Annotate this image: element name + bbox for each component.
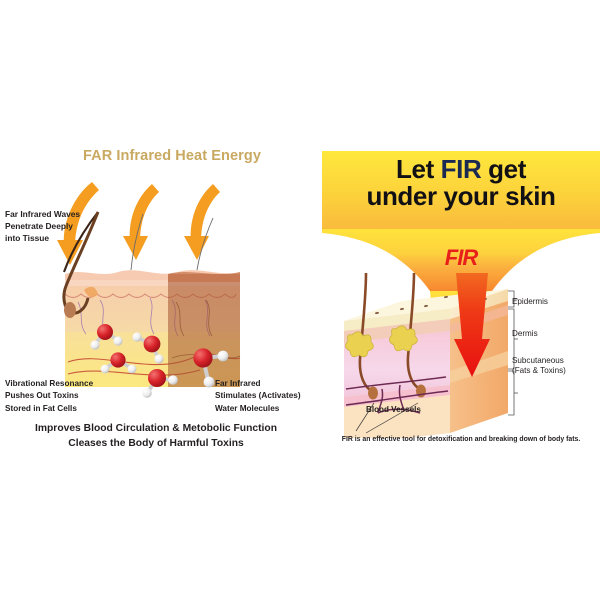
right-skin-illustration: [344, 273, 518, 438]
note-line: Stored in Fat Cells: [5, 403, 77, 413]
note-line: into Tissue: [5, 233, 50, 244]
fir-penetration-arrow: [454, 273, 490, 377]
heat-arrow-icon-3: [184, 184, 220, 260]
label-dermis: Dermis: [512, 329, 538, 338]
water-molecule-2: [132, 332, 164, 364]
headline-post: get: [481, 154, 526, 184]
left-skin-illustration: [57, 182, 241, 398]
label-epidermis: Epidermis: [512, 297, 548, 306]
left-infographic-panel: FAR Infrared Heat Energy: [0, 140, 312, 460]
footer-line: Improves Blood Circulation & Metobolic F…: [35, 423, 277, 434]
left-panel-footer: Improves Blood Circulation & Metobolic F…: [0, 422, 312, 452]
right-panel-footnote: FIR is an effective tool for detoxificat…: [341, 436, 581, 443]
vibrational-resonance-note: Vibrational Resonance Pushes Out Toxins …: [5, 378, 93, 415]
label-subcutaneous-line1: Subcutaneous: [512, 356, 564, 365]
layer-brackets: [508, 290, 518, 416]
heat-arrow-icon-2: [123, 184, 159, 260]
skin-cross-section: [62, 211, 241, 387]
hair-shaft-icon-2: [130, 213, 214, 271]
hair-shaft-icon: [63, 211, 99, 273]
fir-logo: FIR: [444, 245, 478, 270]
label-subcutaneous-line2: (Fats & Toxins): [512, 366, 566, 376]
headline-brand: FIR: [440, 154, 482, 184]
label-blood-vessels: Blood Vessels: [366, 405, 421, 414]
far-infrared-waves-note: Far Infrared Waves Penetrate Deeply into…: [5, 208, 80, 245]
far-infrared-stimulates-note: Far Infrared Stimulates (Activates) Wate…: [215, 378, 301, 415]
note-line: Vibrational Resonance: [5, 379, 94, 388]
footer-line: Cleases the Body of Harmful Toxins: [68, 437, 244, 449]
right-panel-headline: Let FIR get under your skin: [322, 156, 600, 209]
water-molecule-4: [142, 369, 178, 398]
left-panel-title: FAR Infrared Heat Energy: [82, 148, 262, 164]
note-line: Far Infrared: [215, 379, 261, 388]
hair-follicle-icon-1: [358, 273, 378, 400]
right-infographic-panel: Let FIR get under your skin FIR: [322, 151, 600, 456]
note-line: Stimulates (Activates): [215, 391, 301, 401]
water-molecule-5: [193, 348, 229, 388]
water-molecule-1: [90, 324, 123, 350]
sebaceous-gland-icon: [345, 325, 418, 358]
headline-pre: Let: [396, 154, 441, 184]
note-line: Pushes Out Toxins: [5, 391, 79, 401]
headline-line-2: under your skin: [366, 180, 556, 211]
label-subcutaneous: Subcutaneous (Fats & Toxins): [512, 356, 566, 376]
note-line: Far Infrared Waves: [5, 209, 81, 219]
blood-vessel-leader-lines: [355, 402, 419, 434]
note-line: Water Molecules: [215, 403, 280, 413]
water-molecule-3: [100, 352, 137, 374]
headline-line-1: Let FIR get: [322, 156, 600, 183]
note-line: Penetrate Deeply: [5, 221, 73, 232]
blood-vessel-network: [345, 376, 449, 414]
